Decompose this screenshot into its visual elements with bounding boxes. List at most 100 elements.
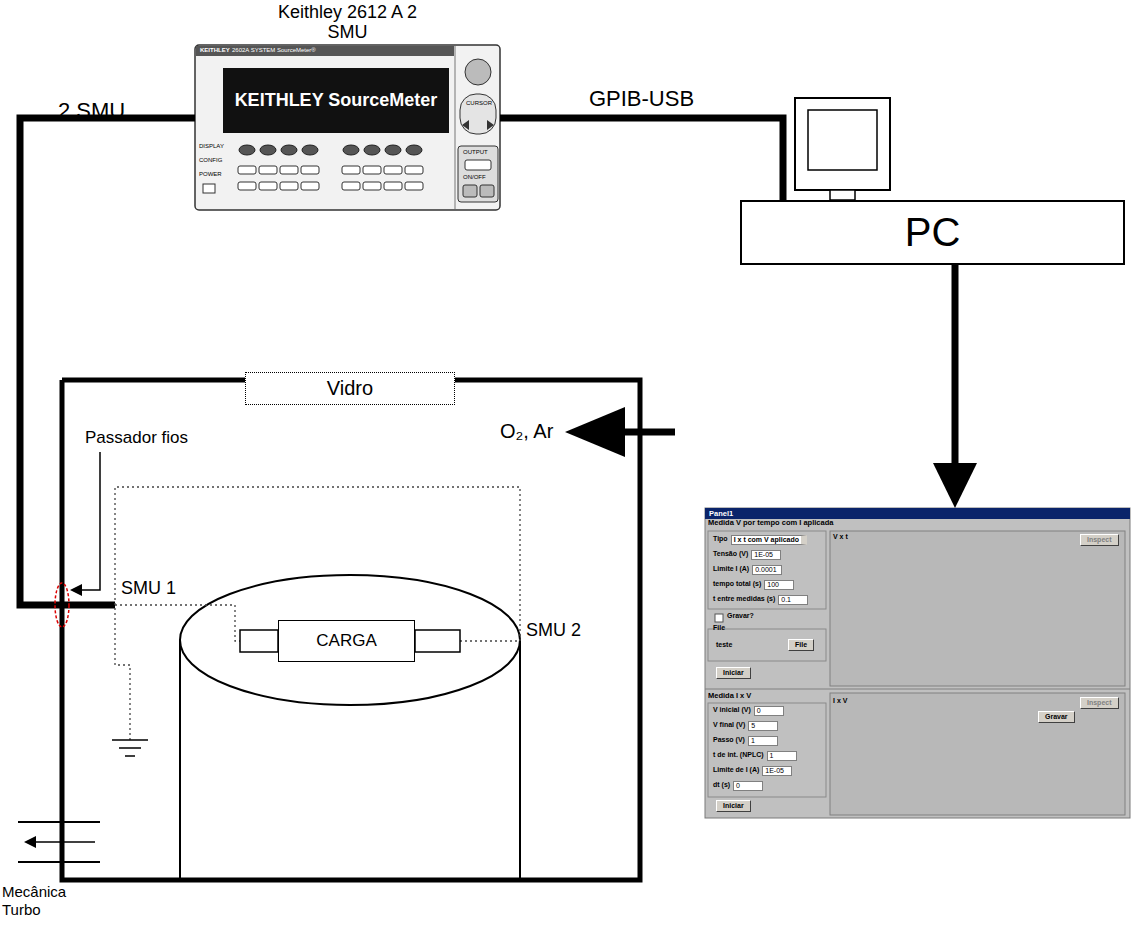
key-button bbox=[302, 145, 318, 155]
key-button bbox=[301, 182, 319, 190]
key-button bbox=[343, 145, 359, 155]
key-button bbox=[260, 145, 276, 155]
button: Gravar bbox=[1038, 711, 1075, 723]
output-button bbox=[463, 185, 477, 197]
group-box bbox=[708, 531, 826, 609]
instrument-knob bbox=[465, 59, 491, 85]
key-label: OUTPUT bbox=[463, 149, 488, 156]
field-value: 1E-05 bbox=[762, 766, 792, 776]
field-label: t entre medidas (s) bbox=[713, 595, 775, 603]
key-button bbox=[342, 182, 360, 190]
smu-cable bbox=[20, 118, 195, 605]
power-switch bbox=[203, 184, 215, 193]
feedthrough bbox=[55, 583, 69, 627]
field-label: Tensão (V) bbox=[713, 550, 748, 558]
plot-title: I x V bbox=[833, 697, 847, 705]
field-value: 5 bbox=[748, 721, 778, 731]
key-button bbox=[239, 145, 255, 155]
panel-separator bbox=[705, 689, 1130, 690]
field-value: 0.1 bbox=[778, 595, 808, 605]
key-button bbox=[405, 166, 423, 174]
group-box bbox=[708, 703, 826, 797]
channel-label: SMU 1 bbox=[121, 578, 176, 600]
instrument-divider bbox=[455, 46, 456, 209]
glass-window: Vidro bbox=[245, 372, 455, 405]
field-value: 0 bbox=[733, 781, 763, 791]
section-title: Medida V por tempo com I aplicada bbox=[708, 518, 833, 527]
pump-arrow bbox=[34, 841, 95, 843]
button: File bbox=[788, 639, 814, 651]
field-value: 100 bbox=[764, 580, 794, 590]
cursor-arrows bbox=[462, 120, 494, 130]
key-button bbox=[238, 166, 256, 174]
leader-line bbox=[80, 452, 100, 590]
field-label: t de int. (NPLC) bbox=[713, 751, 764, 759]
key-label: ON/OFF bbox=[463, 174, 486, 181]
pump-symbol bbox=[18, 822, 100, 862]
key-label: DISPLAY bbox=[199, 143, 224, 150]
pump-arrowhead bbox=[24, 836, 36, 848]
data-cable bbox=[500, 118, 783, 200]
key-group bbox=[238, 145, 423, 190]
key-button bbox=[385, 145, 401, 155]
field-label: Passo (V) bbox=[713, 736, 745, 744]
load-box: CARGA bbox=[278, 620, 415, 662]
part-label: Passador fios bbox=[85, 428, 188, 448]
gas-inlet bbox=[625, 429, 675, 436]
key-label: CURSOR bbox=[466, 100, 492, 107]
field-value: 1E-05 bbox=[751, 550, 781, 560]
monitor bbox=[795, 98, 890, 190]
button: Inspect bbox=[1080, 534, 1119, 546]
key-button bbox=[301, 166, 319, 174]
channel-label: SMU 2 bbox=[526, 620, 581, 642]
checkbox-label: Gravar? bbox=[727, 612, 754, 620]
gas-label: O₂, Ar bbox=[500, 419, 553, 443]
key-button bbox=[406, 145, 422, 155]
key-button bbox=[280, 182, 298, 190]
key-button bbox=[259, 182, 277, 190]
key-button bbox=[281, 145, 297, 155]
holder-side bbox=[179, 640, 181, 880]
gas-arrow bbox=[565, 407, 625, 457]
field-label: V final (V) bbox=[713, 721, 745, 729]
key-button bbox=[363, 166, 381, 174]
load-label: CARGA bbox=[316, 631, 376, 651]
usb-port bbox=[465, 160, 491, 170]
key-button bbox=[363, 182, 381, 190]
flow-arrow bbox=[952, 265, 959, 463]
window-title: Panel1 bbox=[705, 508, 1130, 519]
software-window bbox=[705, 508, 1130, 818]
instrument-top-strip bbox=[196, 46, 454, 56]
key-button bbox=[405, 182, 423, 190]
field-label: tempo total (s) bbox=[713, 580, 761, 588]
field-label: dt (s) bbox=[713, 781, 730, 789]
leader-arrow bbox=[70, 584, 82, 596]
smu2-wire bbox=[115, 487, 520, 740]
edge-label: GPIB-USB bbox=[587, 86, 696, 112]
ground-symbol bbox=[112, 740, 148, 756]
instrument-box: Keithley 2612 A 2 SMUKEITHLEY SourceMete… bbox=[195, 2, 500, 210]
field-value: 0 bbox=[754, 706, 784, 716]
field-value: I x t com V aplicado bbox=[731, 535, 807, 545]
plot-area bbox=[830, 693, 1125, 815]
key-button bbox=[342, 166, 360, 174]
group-label: File bbox=[713, 624, 725, 632]
computer-box: PC bbox=[740, 200, 1125, 265]
field-label: Limite de I (A) bbox=[713, 766, 759, 774]
monitor-screen bbox=[808, 110, 877, 170]
key-button bbox=[259, 166, 277, 174]
monitor-stand bbox=[830, 190, 855, 200]
key-button bbox=[384, 166, 402, 174]
cursor-ring bbox=[460, 94, 496, 134]
file-name: teste bbox=[716, 641, 732, 649]
holder-side bbox=[519, 640, 521, 880]
key-button bbox=[238, 182, 256, 190]
key-label: POWER bbox=[199, 171, 222, 178]
button: Iniciar bbox=[716, 800, 751, 812]
load-terminal bbox=[415, 630, 460, 652]
instrument-body bbox=[195, 45, 500, 210]
output-box bbox=[458, 146, 498, 202]
key-button bbox=[384, 182, 402, 190]
